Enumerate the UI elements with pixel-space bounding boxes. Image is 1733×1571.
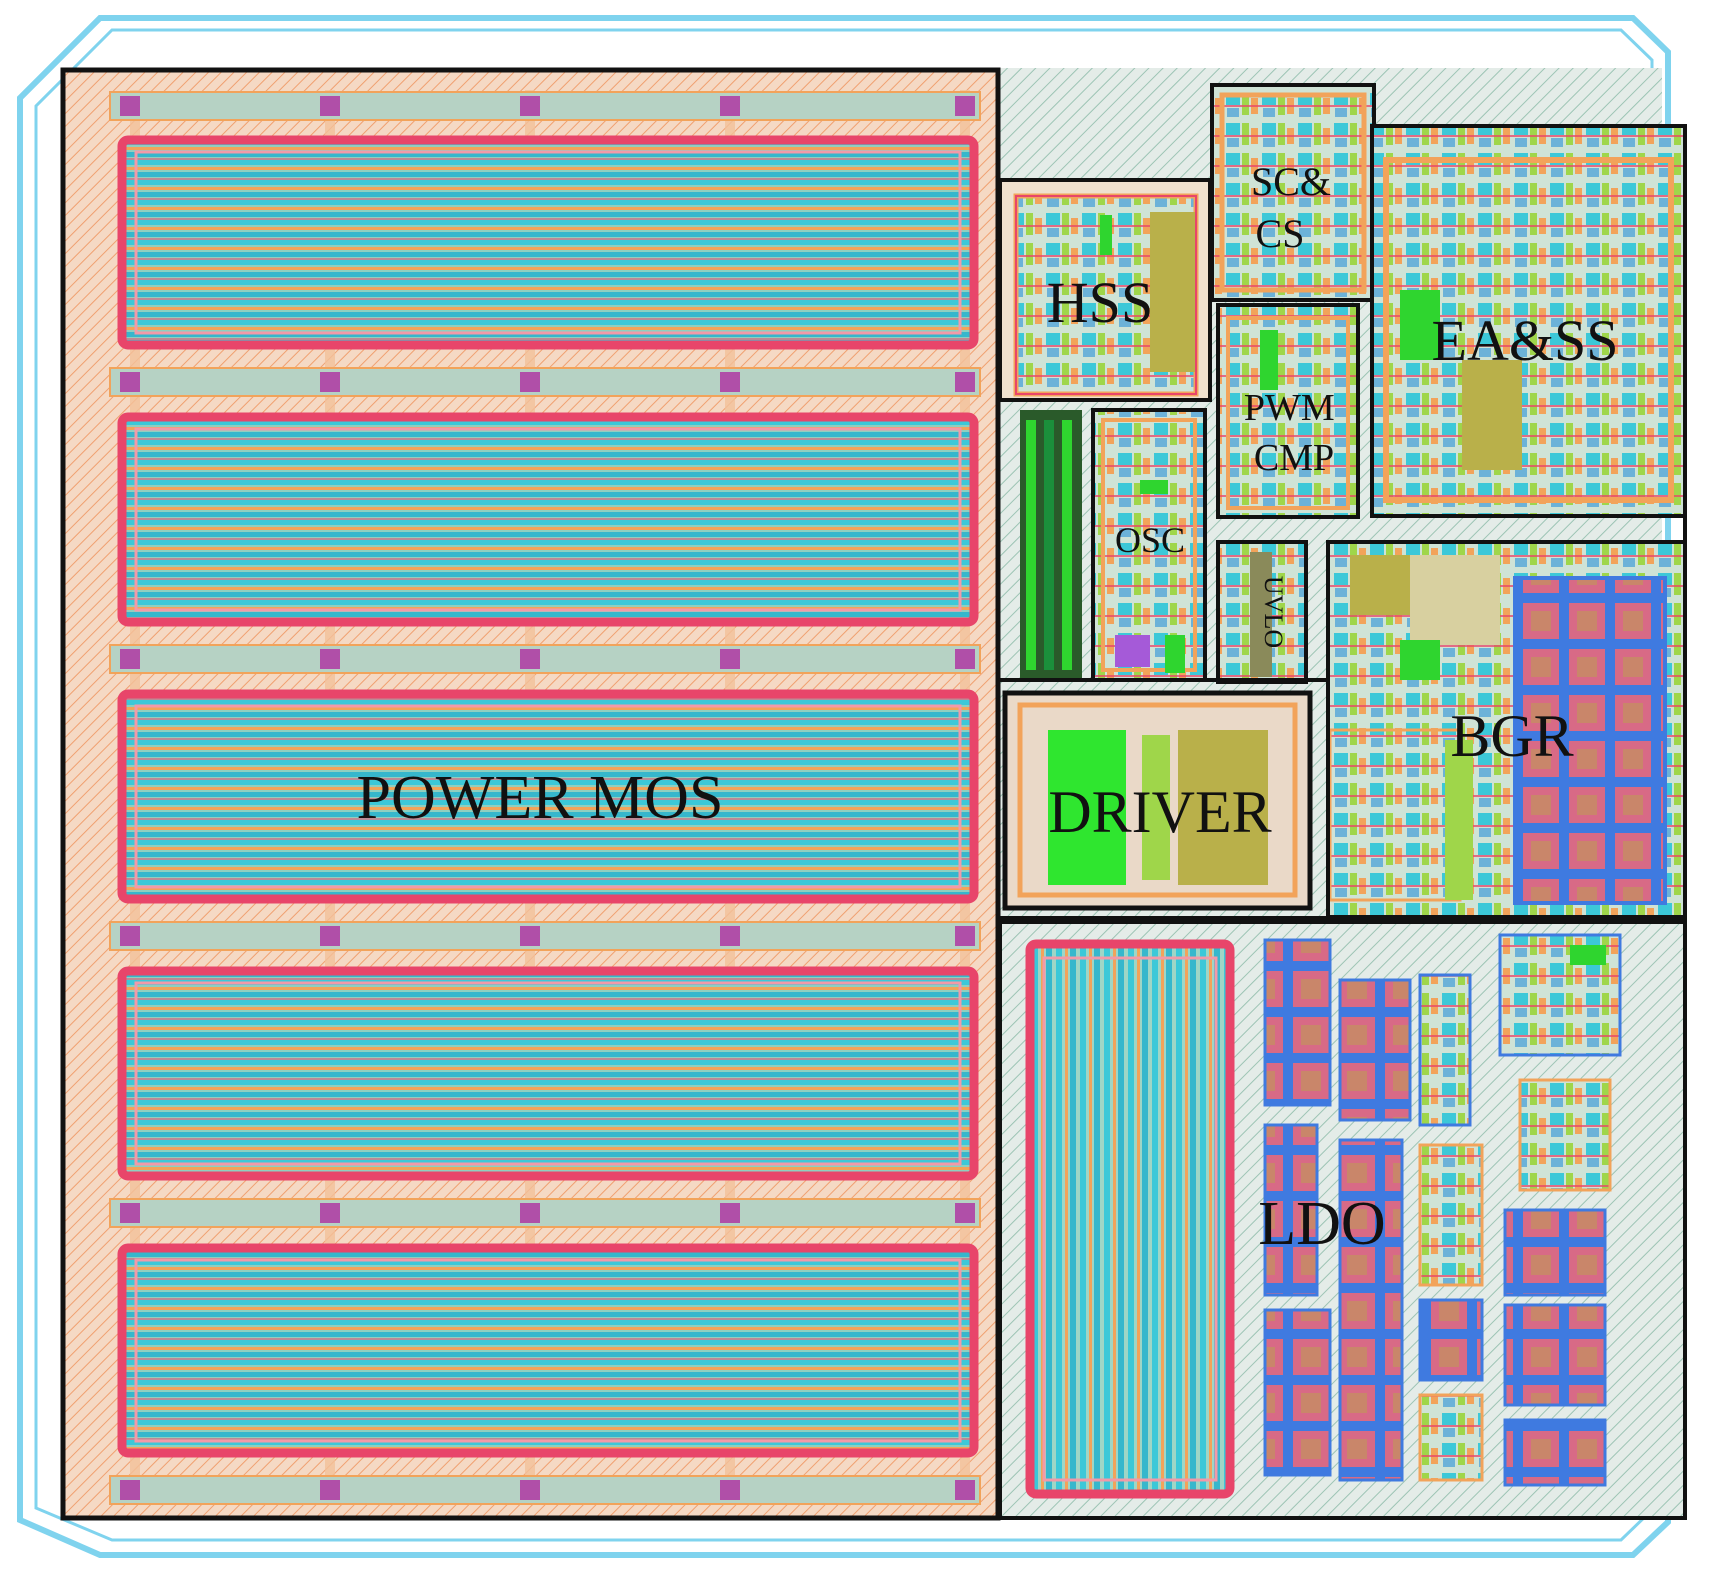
small-block-label: UVLO xyxy=(1259,576,1288,648)
driver-label: DRIVER xyxy=(1048,779,1271,845)
ldo-device-column-1 xyxy=(1263,938,1332,1477)
ldo-label: LDO xyxy=(1258,1190,1385,1258)
svg-text:SC& CS: SC& CS xyxy=(1251,159,1341,256)
power-mos-array-3 xyxy=(117,689,979,904)
sc-cs-label-line2: CS xyxy=(1256,211,1305,256)
sc-cs-block: SC& CS xyxy=(1210,83,1376,302)
power-mos-array-1 xyxy=(117,135,979,350)
ldo-device-column-4 xyxy=(1498,933,1622,1487)
bgr-block: BGR xyxy=(1326,540,1687,919)
osc-label: OSC xyxy=(1115,520,1185,560)
guard-ring xyxy=(17,15,1671,1558)
ea-ss-label: EA&SS xyxy=(1432,308,1619,373)
ldo-device-column-3 xyxy=(1418,973,1484,1482)
power-mos-array-4 xyxy=(117,966,979,1181)
power-mos-bus-rows xyxy=(109,91,981,1505)
bgr-label: BGR xyxy=(1450,703,1573,769)
sc-cs-label-line1: SC& xyxy=(1251,159,1331,204)
power-mos-border xyxy=(60,67,1001,1521)
ldo-block: LDO xyxy=(998,920,1687,1520)
hss-label: HSS xyxy=(1047,270,1153,335)
driver-block: DRIVER xyxy=(1002,690,1313,911)
power-mos-array-2 xyxy=(117,412,979,627)
power-mos-arrays xyxy=(117,135,979,1458)
small-block: UVLO xyxy=(1216,540,1308,684)
power-mos-block: POWER MOS xyxy=(60,67,1001,1521)
power-mos-array-5 xyxy=(117,1243,979,1458)
ldo-device-column-2 xyxy=(1338,978,1412,1482)
osc-block: OSC xyxy=(1091,408,1207,682)
right-region-borders xyxy=(998,126,1687,1520)
pwm-cmp-label-line1: PWM xyxy=(1244,387,1335,429)
ea-ss-block: EA&SS xyxy=(1370,124,1687,518)
pwm-cmp-label-line2: CMP xyxy=(1254,437,1334,479)
pwm-cmp-block: PWM CMP xyxy=(1216,303,1360,519)
power-mos-via-pads xyxy=(120,96,975,1500)
svg-text:PWM CMP: PWM CMP xyxy=(1244,387,1344,479)
hss-block: HSS xyxy=(998,178,1212,678)
power-mos-label: POWER MOS xyxy=(357,764,724,832)
